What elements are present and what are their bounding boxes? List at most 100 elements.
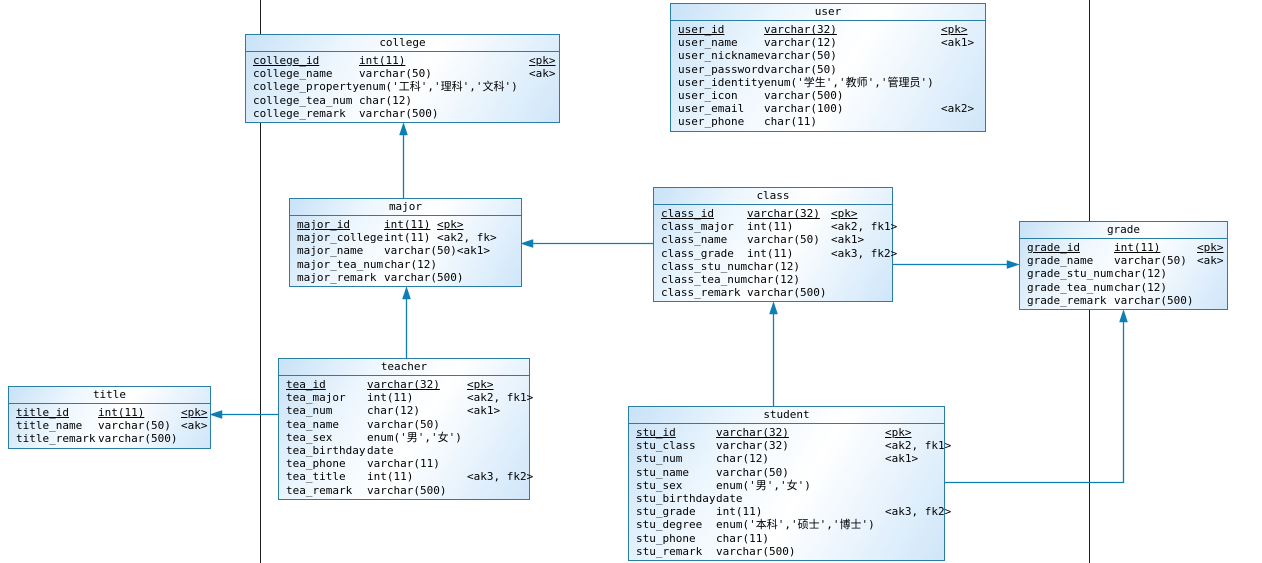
rel-teacher-to-major[interactable]: [402, 286, 411, 358]
col-type: int(11): [367, 391, 414, 405]
col-key: <ak>: [181, 419, 208, 433]
col-key: [885, 466, 936, 479]
column-row-user_phone[interactable]: user_phone char(11): [678, 115, 977, 128]
col-name: class_major: [661, 220, 734, 234]
col-type: char(12): [716, 452, 769, 466]
col-key: [885, 492, 936, 505]
rel-class-to-grade[interactable]: [892, 260, 1020, 269]
col-key: [941, 115, 977, 128]
col-name: user_icon: [678, 88, 738, 102]
table-user-header[interactable]: user: [671, 4, 985, 21]
table-class-header[interactable]: class: [654, 188, 892, 205]
col-name: title_name: [16, 419, 83, 433]
col-name: user_nickname: [678, 49, 765, 63]
table-college-header[interactable]: college: [246, 35, 559, 52]
col-name: user_phone: [678, 115, 745, 129]
table-teacher-header[interactable]: teacher: [279, 359, 529, 376]
col-name: college_id: [253, 54, 320, 67]
col-name: college_property: [253, 80, 359, 94]
rel-major-to-college[interactable]: [399, 122, 408, 198]
col-name: user_name: [678, 36, 738, 50]
table-title-header[interactable]: title: [9, 387, 210, 404]
col-type: varchar(32): [764, 23, 837, 36]
col-name: stu_grade: [636, 505, 696, 519]
rel-teacher-to-title[interactable]: [209, 410, 278, 419]
rel-student-to-class[interactable]: [769, 301, 778, 406]
col-type: date: [716, 491, 743, 505]
rel-class-to-major[interactable]: [520, 239, 653, 248]
col-name: stu_class: [636, 439, 696, 453]
col-type: enum('本科','硕士','博士'): [716, 518, 875, 532]
table-grade-header[interactable]: grade: [1020, 222, 1227, 239]
col-key: <ak3, fk2>: [467, 470, 534, 484]
col-type: char(11): [764, 115, 817, 129]
col-type: char(12): [359, 93, 412, 107]
col-key: <pk>: [1197, 241, 1224, 254]
rel-student-to-grade[interactable]: [944, 309, 1128, 484]
table-student-header[interactable]: student: [629, 407, 944, 424]
table-major-header[interactable]: major: [290, 199, 521, 216]
